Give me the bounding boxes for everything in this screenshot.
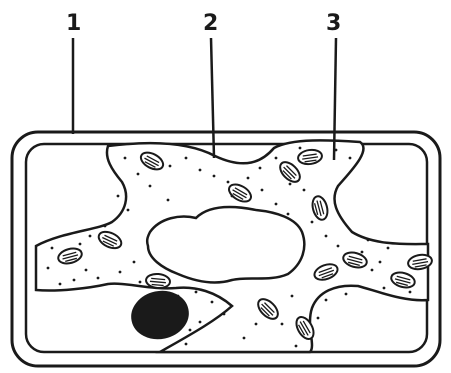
granule-dot <box>291 295 294 298</box>
granule-dot <box>379 261 382 264</box>
granule-dot <box>337 245 340 248</box>
granule-dot <box>97 277 100 280</box>
granule-dot <box>199 321 202 324</box>
granule-dot <box>299 147 302 150</box>
granule-dot <box>325 235 328 238</box>
granule-dot <box>345 293 348 296</box>
granule-dot <box>127 209 130 212</box>
granule-dot <box>371 269 374 272</box>
granule-dot <box>199 169 202 172</box>
granule-dot <box>211 301 214 304</box>
granule-dot <box>361 251 364 254</box>
granule-dot <box>295 345 298 348</box>
granule-dot <box>259 167 262 170</box>
label-3: 3 <box>326 11 341 36</box>
granule-dot <box>195 291 198 294</box>
granule-dot <box>59 283 62 286</box>
granule-dot <box>185 157 188 160</box>
granule-dot <box>387 247 390 250</box>
granule-dot <box>261 189 264 192</box>
granule-dot <box>281 323 284 326</box>
granule-dot <box>79 243 82 246</box>
granule-dot <box>137 173 140 176</box>
granule-dot <box>243 337 246 340</box>
granule-dot <box>149 185 152 188</box>
granule-dot <box>349 157 352 160</box>
granule-dot <box>133 261 136 264</box>
granule-dot <box>85 269 88 272</box>
granule-dot <box>189 329 192 332</box>
granule-dot <box>124 157 127 160</box>
granule-dot <box>117 195 120 198</box>
granule-dot <box>167 199 170 202</box>
granule-dot <box>185 343 188 346</box>
granule-dot <box>139 281 142 284</box>
granule-dot <box>227 181 230 184</box>
granule-dot <box>289 183 292 186</box>
granule-dot <box>275 203 278 206</box>
granule-dot <box>303 189 306 192</box>
label-1: 1 <box>66 11 81 36</box>
granule-dot <box>325 299 328 302</box>
granule-dot <box>47 267 50 270</box>
granule-dot <box>367 239 370 242</box>
granule-dot <box>119 271 122 274</box>
granule-dot <box>177 295 180 298</box>
granule-dot <box>51 247 54 250</box>
granule-dot <box>275 157 278 160</box>
granule-dot <box>231 195 234 198</box>
granule-dot <box>73 279 76 282</box>
granule-dot <box>255 323 258 326</box>
granule-dot <box>104 225 107 228</box>
vacuole <box>147 207 304 282</box>
granule-dot <box>383 287 386 290</box>
granule-dot <box>317 317 320 320</box>
granule-dot <box>89 235 92 238</box>
label-2: 2 <box>203 11 218 36</box>
granule-dot <box>311 221 314 224</box>
granule-dot <box>169 165 172 168</box>
granule-dot <box>409 291 412 294</box>
granule-dot <box>287 213 290 216</box>
granule-dot <box>223 313 226 316</box>
granule-dot <box>247 177 250 180</box>
granule-dot <box>213 175 216 178</box>
